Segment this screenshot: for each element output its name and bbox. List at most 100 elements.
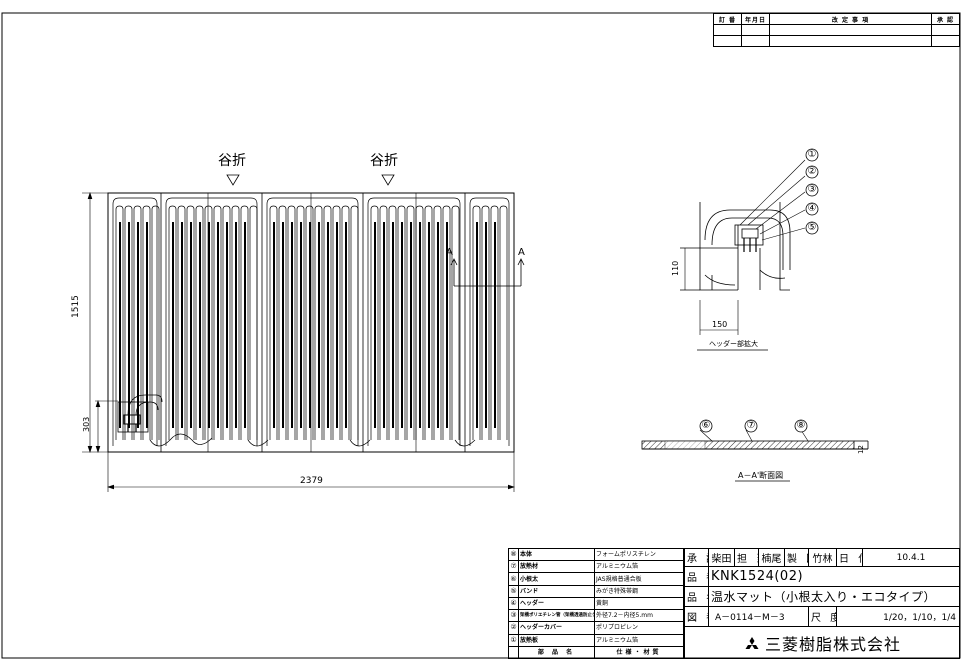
tube-loop — [269, 205, 278, 440]
tube-loop — [454, 439, 476, 447]
tube-loop — [165, 197, 258, 446]
tube-loop — [415, 205, 424, 440]
sheet-border — [1, 12, 961, 659]
scale-label: 尺 度 — [808, 606, 837, 627]
part-number: ⑤ — [508, 584, 519, 598]
product-name: 温水マット（小根太入り・エコタイプ） — [708, 586, 960, 607]
tube-loop — [222, 205, 231, 440]
tube-loop — [135, 401, 159, 416]
tube-loop — [370, 205, 379, 440]
tube-loop — [481, 205, 490, 440]
section-line-aa — [450, 258, 525, 287]
dimension-height-label: 1515 — [71, 295, 81, 318]
header-detail-view — [680, 159, 806, 351]
tube-loop — [433, 205, 442, 440]
part-number: ② — [508, 621, 519, 635]
callout-circle-3 — [805, 183, 819, 197]
valley-fold-label-right: 谷折 — [370, 153, 398, 169]
dimension-width-label: 2379 — [300, 476, 323, 486]
tube-loop — [287, 205, 296, 440]
dimension-width — [107, 452, 515, 492]
tube-loop — [240, 205, 249, 440]
valley-fold-label-left: 谷折 — [218, 153, 246, 169]
scale: 1/20，1/10，1/4 — [836, 606, 960, 627]
tube-loop — [296, 205, 305, 440]
callout-circle-6 — [699, 419, 713, 433]
header-manifold — [123, 414, 141, 425]
tube-loop — [305, 205, 314, 440]
tube-loop — [127, 394, 163, 416]
tube-loop — [379, 205, 388, 440]
tube-loop — [323, 205, 332, 440]
approval-label: 承 認 — [684, 548, 709, 567]
section-aa-view — [641, 429, 869, 482]
callout-7-label: ⑦ — [746, 420, 756, 431]
drawn-label: 製 図 — [784, 548, 809, 567]
part-name: 本体 — [518, 547, 595, 562]
detail-width-label: 150 — [712, 320, 728, 329]
tube-loop — [397, 205, 406, 440]
name-label: 品 名 — [684, 586, 709, 607]
part-spec: ポリプロピレン — [594, 621, 684, 635]
callout-circle-8 — [794, 419, 808, 433]
callout-4-label: ④ — [807, 203, 817, 214]
part-number: ⑦ — [508, 560, 519, 574]
parts-header-name: 部 品 名 — [518, 645, 595, 660]
callout-3-label: ③ — [807, 184, 817, 195]
tube-loop — [469, 197, 510, 446]
tube-loop — [112, 197, 158, 446]
tube-loop — [204, 205, 213, 440]
part-number: ④ — [508, 596, 519, 611]
dimension-header-height-label: 303 — [82, 416, 91, 432]
part-number: ③ — [508, 609, 519, 623]
part-number: ⑥ — [508, 572, 519, 586]
dimension-height — [82, 192, 108, 453]
header-box — [117, 401, 149, 433]
tube-loop — [133, 205, 142, 440]
tube-loop — [115, 205, 124, 440]
heating-tubes — [112, 197, 510, 447]
tube-loop — [472, 205, 481, 440]
mat-plan-view — [107, 192, 515, 453]
tube-loop — [388, 205, 397, 440]
tube-loop — [231, 205, 240, 440]
part-name: 架橋ポリエチレン管（架橋透過防止タイプ） — [518, 609, 595, 623]
callout-1-label: ① — [807, 149, 817, 160]
tube-loop — [406, 205, 415, 440]
callout-6-label: ⑥ — [701, 420, 711, 431]
callout-5-label: ⑤ — [807, 222, 817, 233]
tube-loop — [442, 205, 451, 440]
callout-circle-7 — [744, 419, 758, 433]
tube-loop — [177, 205, 186, 440]
section-thickness-label: 12 — [857, 445, 865, 454]
dimension-header-height — [95, 400, 118, 453]
tube-loop — [186, 205, 195, 440]
parts-header-spec: 仕様・材質 — [594, 645, 684, 660]
revision-header-date: 年月日 — [741, 13, 770, 25]
tube-loop — [151, 205, 160, 440]
callout-8-label: ⑧ — [796, 420, 806, 431]
callout-circle-5 — [805, 221, 819, 235]
tube-loop — [424, 205, 433, 440]
title-block: 承 認 柴田 担 当 楠尾 製 図 竹林 日 付 10.4.1 品 番 KNK1… — [684, 548, 960, 659]
tube-loop — [266, 197, 359, 446]
part-name: ヘッダー — [518, 596, 595, 611]
part-spec: アルミニウム箔 — [594, 560, 684, 574]
tube-loop — [168, 205, 177, 440]
callout-circle-2 — [805, 165, 819, 179]
tube-loop — [247, 439, 269, 447]
part-name: バンド — [518, 584, 595, 598]
tube-loop — [341, 205, 350, 440]
charge: 楠尾 — [758, 548, 785, 567]
part-no: KNK1524(02) — [708, 566, 960, 587]
tube-loop — [350, 205, 359, 440]
revision-header-content: 改 定 事 項 — [769, 13, 932, 25]
